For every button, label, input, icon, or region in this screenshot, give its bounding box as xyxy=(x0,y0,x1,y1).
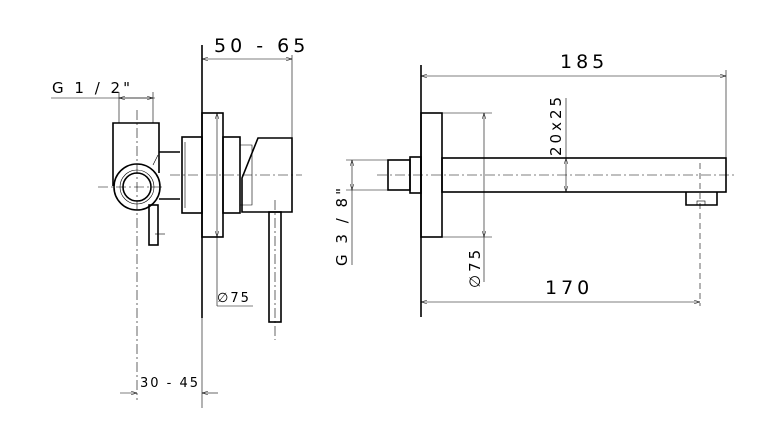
dim-outlet-distance-label: 170 xyxy=(545,277,593,299)
spout-outlet xyxy=(685,192,718,206)
dim-thread-right-label: G 3 / 8" xyxy=(333,185,351,266)
handle-body xyxy=(241,137,293,213)
valve-body xyxy=(112,122,160,186)
dim-depth-label: 50 - 65 xyxy=(214,35,309,57)
dim-thread-label: G 1 / 2" xyxy=(52,79,133,97)
dim-flange-diameter-right-label: ∅75 xyxy=(466,247,484,288)
dim-flange-diameter-label: ∅75 xyxy=(217,291,251,306)
ring xyxy=(222,136,241,214)
spout-side-view: 185 20x25 ∅75 170 G 3 / 8" xyxy=(333,51,737,317)
mixer-side-view: 50 - 65 G 1 / 2" ∅75 30 - 45 xyxy=(51,35,309,408)
small-lever xyxy=(148,204,159,246)
dim-recess-label: 30 - 45 xyxy=(140,376,200,391)
dim-spout-section-label: 20x25 xyxy=(547,94,565,156)
dim-total-length-label: 185 xyxy=(560,51,608,73)
